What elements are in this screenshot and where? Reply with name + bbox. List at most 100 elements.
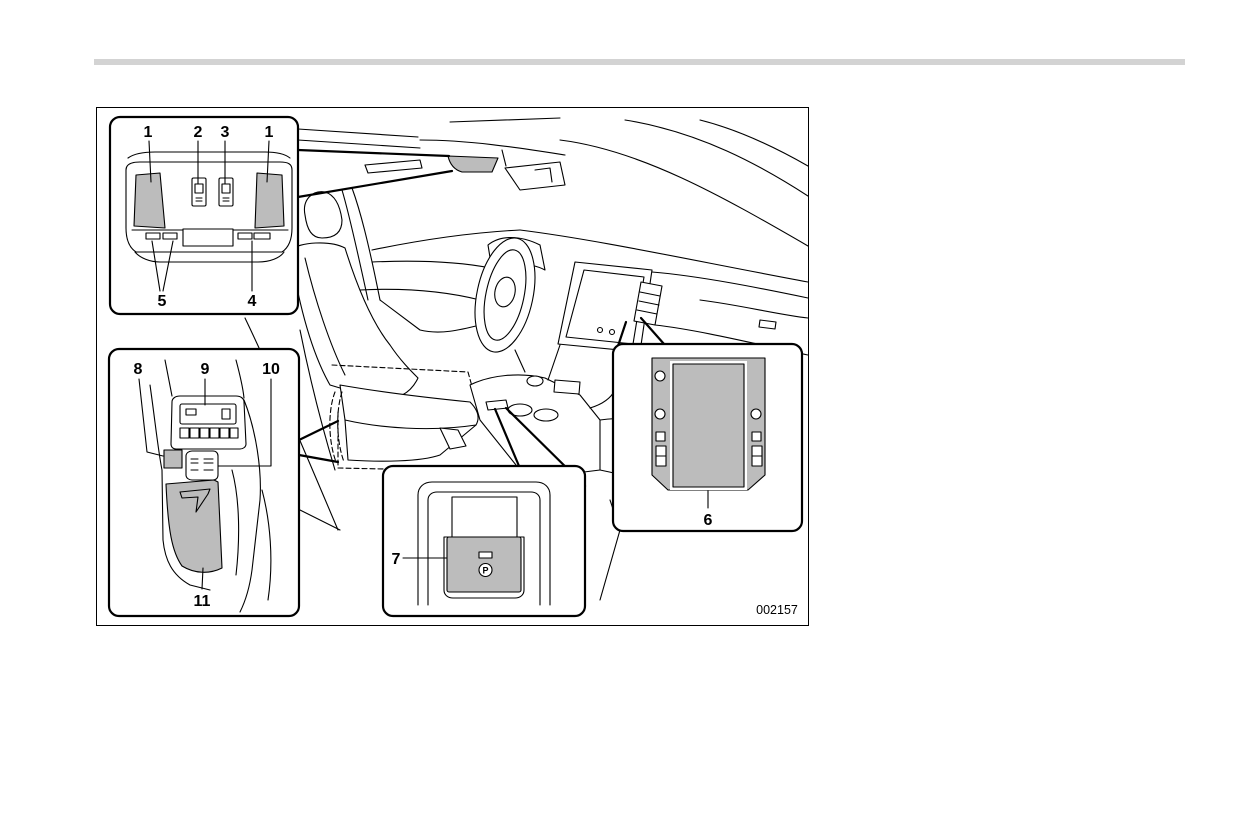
door-trim-line <box>359 288 481 301</box>
rear-console-upper-right <box>235 359 245 399</box>
seat-cushion <box>339 384 479 430</box>
leader-8 <box>138 378 164 457</box>
map-light-left <box>133 172 166 229</box>
console-connector-left <box>493 407 521 468</box>
console-panel-outer <box>417 481 551 606</box>
overhead-switch-3-marks <box>222 197 230 202</box>
display-button-right <box>751 431 762 442</box>
dash-top-right <box>519 229 808 283</box>
vent-slats <box>636 291 661 315</box>
overhead-switch-2 <box>191 177 207 207</box>
rear-button <box>209 427 220 439</box>
callout-5: 5 <box>158 293 167 310</box>
rear-vent-grille <box>179 403 237 425</box>
leader-1-left <box>148 140 152 183</box>
callout-9: 9 <box>201 361 210 378</box>
inset-rear-console: 8 9 10 11 <box>107 347 301 618</box>
overhead-switch-3 <box>218 177 234 207</box>
glovebox-line <box>699 299 808 319</box>
mirror-sensor-housing <box>534 167 553 183</box>
overhead-button-right-b <box>253 232 271 240</box>
seatback-pocket-highlight <box>165 479 223 573</box>
callout-3: 3 <box>221 124 230 141</box>
figure-image-code: 002157 <box>756 603 798 617</box>
console-panel-inner <box>427 491 541 606</box>
callout-8: 8 <box>134 361 143 378</box>
display-knob-upper-left <box>654 370 666 382</box>
floor-line-left <box>299 509 341 531</box>
sun-visor <box>364 159 423 174</box>
display-button-left <box>655 431 666 442</box>
cupholder-rear <box>533 408 559 422</box>
overhead-button-left-a <box>145 232 161 240</box>
display-knob-right <box>608 328 616 336</box>
parking-brake-indicator <box>478 551 493 559</box>
leader-10 <box>217 378 272 467</box>
leader-1-right <box>266 140 270 183</box>
display-connector-right <box>639 316 666 346</box>
hidden-pocket-outline-right <box>337 391 345 463</box>
inset-center-display: 6 <box>611 342 804 533</box>
roof-curve-outer <box>699 119 808 167</box>
center-console <box>439 344 631 476</box>
seatback-inner-edge <box>231 469 240 576</box>
rear-button <box>199 427 210 439</box>
roof-lines <box>297 117 808 247</box>
overhead-button-right-a <box>237 232 253 240</box>
door-panel-line <box>379 299 481 333</box>
steering-wheel-hub <box>494 276 516 308</box>
callout-1-right: 1 <box>265 124 274 141</box>
callout-1-left: 1 <box>144 124 153 141</box>
headliner-front-edge <box>419 139 566 156</box>
dash-trim-piece <box>758 319 777 330</box>
seatback-left-edge <box>161 469 211 591</box>
map-light-right <box>254 172 285 229</box>
climate-control-panel <box>553 379 581 395</box>
seat-trim-right <box>261 489 272 601</box>
dash-left-line <box>371 260 491 269</box>
rear-control-panel <box>185 450 219 481</box>
rear-connector-bottom <box>297 453 340 464</box>
seatbelt-buckle <box>439 427 467 450</box>
display-knob-left <box>596 326 604 334</box>
a-pillar-left-inner <box>351 187 381 301</box>
callout-10: 10 <box>262 361 280 378</box>
seat-rear-edge <box>299 329 336 471</box>
driver-seat <box>289 191 479 471</box>
roof-panel-edge <box>449 117 561 123</box>
display-touchscreen <box>672 363 745 488</box>
rear-vent-mark-left <box>185 408 197 416</box>
headliner-edge <box>297 128 419 138</box>
rear-button <box>229 427 239 439</box>
dash-top-left <box>371 229 521 251</box>
rear-control-marks <box>190 458 214 471</box>
callout-4: 4 <box>248 293 257 310</box>
dash-right-line <box>651 271 808 299</box>
steering-wheel-inner <box>483 249 527 341</box>
inset-overhead-console: 1 2 3 1 5 4 <box>108 115 300 316</box>
shift-knob <box>526 375 544 387</box>
overhead-headliner-edge <box>127 151 291 159</box>
overhead-console-lower-edge <box>134 251 285 263</box>
seatback <box>289 242 419 401</box>
rear-button <box>179 427 190 439</box>
callout-7: 7 <box>392 551 401 568</box>
header-rule <box>94 59 1185 65</box>
leader-11 <box>201 567 204 590</box>
rear-item-8-highlight <box>163 449 183 469</box>
display-knob-right <box>750 408 762 420</box>
console-switch-panel <box>485 399 509 411</box>
steering-column <box>514 349 526 373</box>
seatback-right-edge <box>239 399 261 613</box>
callout-11: 11 <box>194 593 211 610</box>
callout-2: 2 <box>194 124 203 141</box>
headliner-edge-inner <box>297 139 421 149</box>
inset-parking-brake: P 7 <box>381 464 587 618</box>
overhead-switch-3-face <box>221 183 231 194</box>
rear-button <box>189 427 200 439</box>
leader-5-b <box>162 240 174 292</box>
leader-5-a <box>151 240 161 292</box>
rear-vent-mark-right <box>221 408 231 420</box>
